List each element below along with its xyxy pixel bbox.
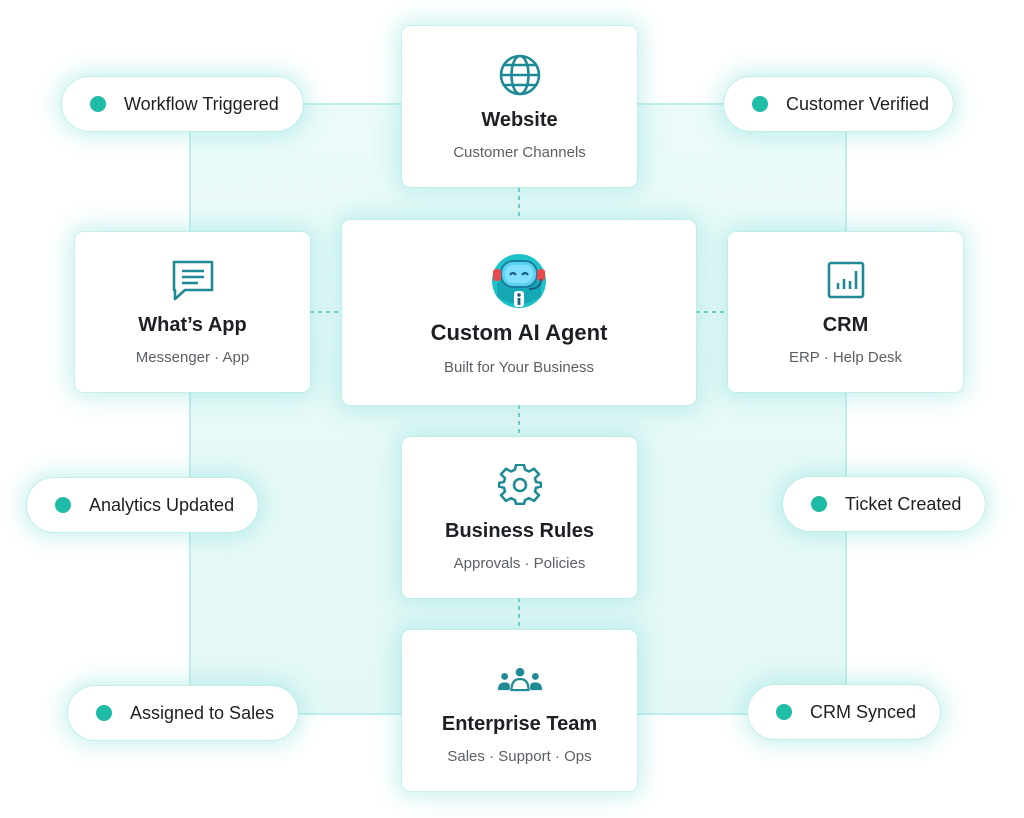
status-dot [55, 497, 71, 513]
chart-icon [823, 257, 869, 303]
crm-title: CRM [822, 314, 869, 336]
business-rules-card: Business Rules Approvals · Policies [402, 437, 637, 598]
event-label: Ticket Created [845, 493, 962, 514]
whatsapp-card: What’s App Messenger · App [75, 232, 310, 392]
whatsapp-title: What’s App [138, 314, 247, 336]
event-customer-verified: Customer Verified [724, 77, 954, 131]
event-label: Workflow Triggered [124, 93, 279, 114]
ai-agent-card: Custom AI Agent Built for Your Business [342, 220, 696, 405]
enterprise-team-subtitle: Sales · Support · Ops [447, 747, 592, 765]
event-label: Customer Verified [786, 93, 930, 114]
event-label: CRM Synced [810, 701, 917, 722]
status-dot [90, 96, 106, 112]
robot-icon [487, 249, 551, 313]
event-crm-synced: CRM Synced [748, 685, 941, 739]
crm-subtitle: ERP · Help Desk [788, 349, 903, 366]
business-rules-subtitle: Approvals · Policies [453, 554, 586, 572]
team-icon [497, 656, 543, 702]
event-ticket-created: Ticket Created [783, 477, 986, 531]
enterprise-team-card: Enterprise Team Sales · Support · Ops [402, 630, 637, 791]
event-workflow-triggered: Workflow Triggered [62, 77, 303, 131]
connection-area [190, 104, 846, 714]
event-label: Assigned to Sales [130, 702, 275, 723]
website-subtitle: Customer Channels [453, 143, 586, 161]
event-analytics-updated: Analytics Updated [27, 478, 259, 532]
website-title: Website [481, 108, 558, 131]
event-label: Analytics Updated [89, 494, 235, 515]
status-dot [811, 496, 827, 512]
event-assigned-to-sales: Assigned to Sales [68, 686, 299, 740]
globe-icon [497, 52, 543, 98]
status-dot [776, 704, 792, 720]
whatsapp-subtitle: Messenger · App [135, 349, 250, 366]
business-rules-title: Business Rules [445, 519, 594, 542]
message-icon [170, 257, 216, 303]
crm-card: CRM ERP · Help Desk [728, 232, 963, 392]
status-dot [752, 96, 768, 112]
ai-agent-subtitle: Built for Your Business [443, 358, 595, 376]
status-dot [96, 705, 112, 721]
website-card: Website Customer Channels [402, 26, 637, 187]
enterprise-team-title: Enterprise Team [441, 712, 598, 735]
ai-agent-title: Custom AI Agent [430, 319, 608, 345]
gear-icon [497, 463, 543, 509]
